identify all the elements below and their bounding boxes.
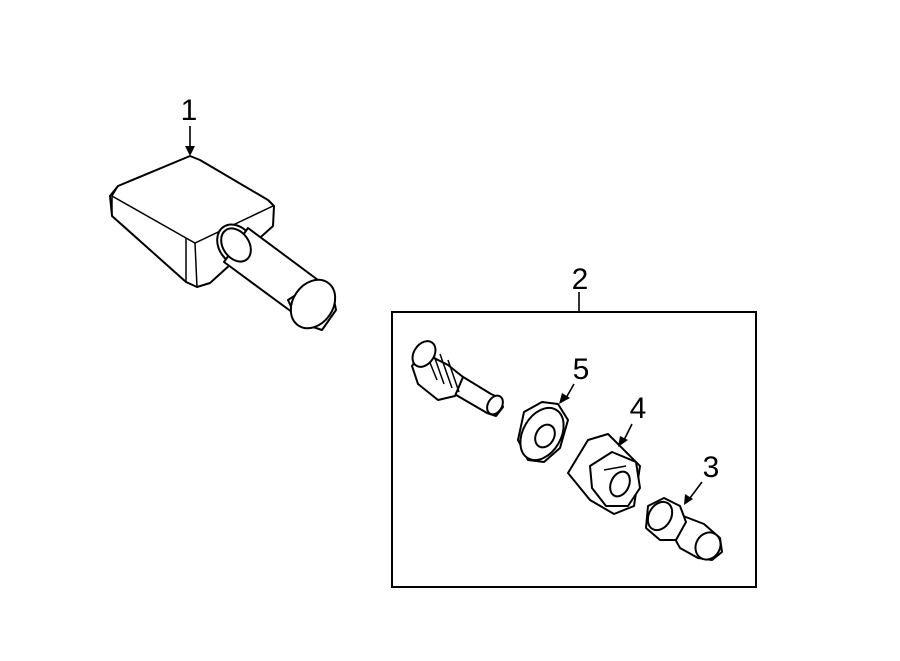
callout-5-leader: [559, 383, 575, 404]
valve-cap: [645, 497, 723, 561]
valve-stem: [411, 340, 504, 417]
callout-1-leader: [185, 126, 195, 156]
callout-2: 2: [572, 263, 589, 296]
callout-4: 4: [630, 392, 647, 425]
kit-box: [391, 311, 757, 588]
washer: [517, 401, 569, 463]
callout-4-leader: [618, 423, 633, 447]
hex-nut: [567, 433, 641, 515]
callout-1: 1: [181, 94, 198, 127]
callout-3: 3: [703, 451, 720, 484]
callout-5: 5: [573, 353, 590, 386]
tpms-sensor: [109, 155, 337, 331]
callout-3-leader: [684, 481, 703, 505]
